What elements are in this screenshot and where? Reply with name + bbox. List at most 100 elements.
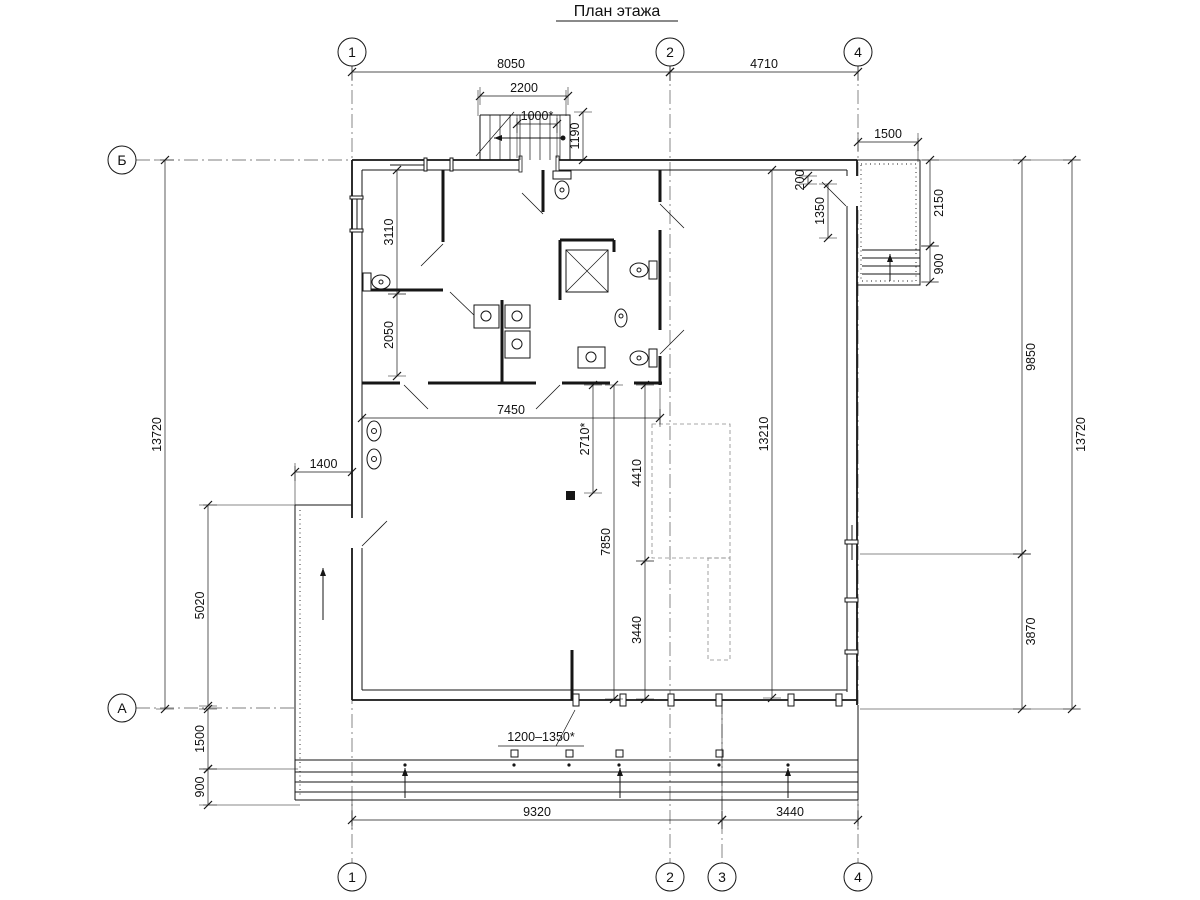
dimension-text: 200	[793, 170, 807, 191]
dimension: 13720	[150, 155, 174, 714]
axis-marker: 2	[655, 862, 685, 892]
porch	[294, 504, 352, 800]
axis-label: 1	[348, 44, 356, 60]
dimension: 5020	[193, 500, 217, 711]
terrace	[295, 705, 859, 801]
axis-label: А	[117, 700, 127, 716]
dimension-text: 13210	[757, 417, 771, 452]
dimension: 2200	[475, 81, 573, 105]
dimension: 1500	[193, 704, 217, 774]
dimension-text: 1500	[193, 725, 207, 753]
dimension-text: 3440	[776, 805, 804, 819]
sink-lower	[577, 346, 606, 369]
dimension-text: 9850	[1024, 343, 1038, 371]
dimension-text: 1190	[568, 123, 582, 150]
bidet	[614, 308, 628, 328]
dimension: 7450	[357, 403, 665, 427]
dimension-text: 5020	[193, 592, 207, 620]
axis-marker: 4	[843, 862, 873, 892]
axis-label: 3	[718, 869, 726, 885]
dimension-text: 4710	[750, 57, 778, 71]
hidden-outlines	[651, 423, 731, 661]
axis-marker: 2	[655, 37, 685, 67]
dimension-text: 13720	[150, 417, 164, 452]
dimension-text: 9320	[523, 805, 551, 819]
toilet-right-upper	[629, 260, 658, 280]
dimension: 3870	[1013, 549, 1038, 714]
dimension: 9320	[347, 805, 727, 829]
column	[566, 491, 575, 500]
dimension: 200	[793, 170, 817, 191]
dimension: 3440	[630, 556, 654, 704]
dimension-text: 8050	[497, 57, 525, 71]
axis-label: 4	[854, 44, 862, 60]
axis-marker: 1	[337, 862, 367, 892]
dimension: 900	[921, 241, 946, 287]
axis-marker: 3	[707, 862, 737, 892]
vanity-sinks	[473, 304, 531, 359]
axis-label: 2	[666, 44, 674, 60]
dimension-text: 3110	[382, 219, 396, 246]
span-note: 1200–1350*	[498, 709, 584, 747]
dimension: 2050	[382, 289, 406, 381]
span-note-text: 1200–1350*	[507, 730, 575, 744]
axis-marker: А	[107, 693, 137, 723]
dimension: 8050	[347, 57, 675, 81]
axis-grid-lines	[136, 66, 859, 863]
outer-walls	[351, 159, 858, 705]
dimension: 900	[193, 764, 217, 810]
dimension: 1500	[853, 127, 923, 151]
dimension-text: 3440	[630, 616, 644, 644]
dimension-text: 7450	[497, 403, 525, 417]
dimension: 4710	[665, 57, 863, 81]
toilet-right-lower	[629, 348, 658, 368]
dimension-text: 13720	[1074, 417, 1088, 452]
interior-partitions	[362, 170, 662, 700]
dimension-text: 3870	[1024, 618, 1038, 646]
axis-marker: Б	[107, 145, 137, 175]
dimension: 13210	[757, 165, 781, 703]
dimension: 7850	[599, 380, 623, 704]
dimension-text: 1000*	[521, 109, 554, 123]
dimension-layer: 8050 4710 2200 1000* 1190 1500 200 1350 2150 900 9…	[150, 57, 1088, 829]
dimension-text: 2710*	[578, 423, 592, 456]
axis-label: 2	[666, 869, 674, 885]
dimension: 1000*	[512, 109, 562, 133]
page-title: План этажа	[574, 3, 661, 20]
dimension: 13720	[1063, 155, 1088, 714]
dimension-text: 1500	[874, 127, 902, 141]
drawing-title: План этажа	[556, 3, 678, 22]
dimension-text: 2200	[510, 81, 538, 95]
dimension-text: 1350	[813, 197, 827, 225]
toilet-left-bath	[362, 272, 391, 292]
dimension-text: 7850	[599, 528, 613, 556]
windows	[349, 157, 859, 707]
staircase	[475, 111, 571, 160]
dimension: 4410	[630, 380, 654, 566]
axis-label: 4	[854, 869, 862, 885]
toilet-top	[552, 170, 572, 200]
dimension: 1190	[568, 107, 592, 165]
axis-marker: 4	[843, 37, 873, 67]
dimension-text: 900	[193, 777, 207, 798]
dimension-text: 4410	[630, 459, 644, 487]
wall-openings	[350, 155, 859, 548]
shower-tray	[565, 249, 609, 293]
dimension-text: 2050	[382, 321, 396, 349]
sanitary-fixtures	[362, 170, 658, 500]
dimension: 2150	[921, 155, 946, 251]
dimension: 1400	[290, 457, 357, 481]
dimension: 9850	[1013, 155, 1038, 559]
dimension-text: 1400	[310, 457, 338, 471]
axis-marker: 1	[337, 37, 367, 67]
axis-label: Б	[117, 152, 126, 168]
dimension: 3440	[717, 805, 863, 829]
axis-label: 1	[348, 869, 356, 885]
dimension-text: 900	[932, 254, 946, 275]
dimension: 1350	[813, 179, 837, 243]
balcony	[857, 159, 921, 286]
dimension-text: 2150	[932, 189, 946, 217]
